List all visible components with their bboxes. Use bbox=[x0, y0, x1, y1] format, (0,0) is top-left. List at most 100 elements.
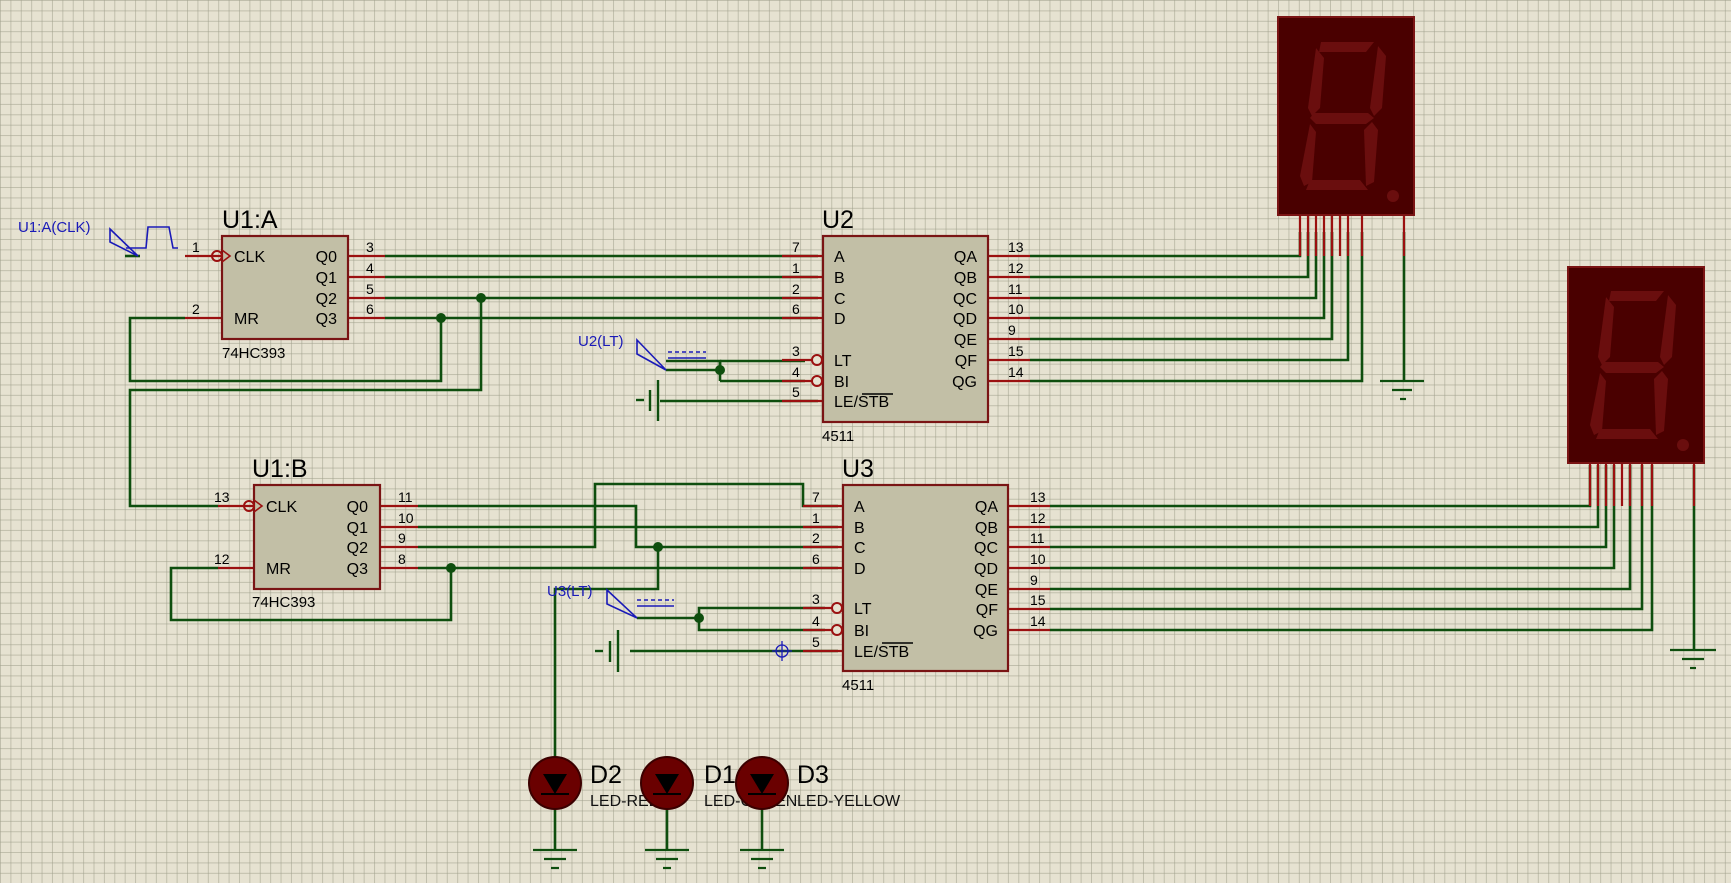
pin-label: Q1 bbox=[347, 520, 368, 537]
pin-number: 12 bbox=[1030, 510, 1046, 526]
battery-icon[interactable] bbox=[636, 380, 660, 421]
pin-label: C bbox=[854, 540, 866, 557]
wire[interactable] bbox=[1030, 232, 1318, 300]
wire[interactable] bbox=[128, 316, 443, 383]
ref-label: U2 bbox=[822, 206, 854, 234]
pin-label: CLK bbox=[266, 499, 297, 516]
pin-number: 3 bbox=[366, 239, 374, 255]
chip-u1b[interactable]: U1:B 74HC393 CLK MR Q0 Q1 Q2 Q3 13 12 11… bbox=[214, 455, 418, 611]
pin-number: 6 bbox=[812, 551, 820, 567]
wire[interactable] bbox=[553, 547, 660, 760]
wire[interactable] bbox=[1030, 232, 1350, 362]
pin-label: D bbox=[854, 561, 866, 578]
u3-lt-probe[interactable]: U3(LT) bbox=[547, 583, 674, 619]
inverting-bubble-icon bbox=[831, 602, 843, 614]
chip-u3[interactable]: U3 4511 A B C D LT BI LE/STB QA QB QC QD… bbox=[803, 455, 1050, 694]
pin-number: 4 bbox=[792, 364, 800, 380]
pin-number: 13 bbox=[1030, 489, 1046, 505]
u2-lt-probe[interactable]: U2(LT) bbox=[578, 333, 706, 371]
pin-label: C bbox=[834, 291, 846, 308]
clock-generator-icon bbox=[109, 226, 178, 257]
part-label: 4511 bbox=[842, 677, 874, 694]
pin-number: 10 bbox=[1008, 301, 1024, 317]
wire[interactable] bbox=[1050, 465, 1616, 570]
wire[interactable] bbox=[666, 359, 722, 372]
pin-label: B bbox=[854, 520, 865, 537]
junction-dot-icon bbox=[653, 542, 663, 552]
chip-u1a[interactable]: U1:A 74HC393 CLK MR Q0 Q1 Q2 Q3 1 2 3 4 … bbox=[185, 206, 385, 362]
pin-label: QG bbox=[973, 623, 998, 640]
pin-label: MR bbox=[266, 561, 291, 578]
chip-body bbox=[841, 483, 1010, 673]
logic-state-probe-icon bbox=[606, 588, 674, 619]
logic-state-probe-icon bbox=[636, 338, 706, 371]
wire[interactable] bbox=[1050, 465, 1644, 611]
wire[interactable] bbox=[1030, 232, 1334, 341]
pin-number: 14 bbox=[1008, 364, 1024, 380]
ground-icon bbox=[740, 848, 784, 870]
wire[interactable] bbox=[1050, 465, 1654, 632]
pin-label: QF bbox=[976, 602, 998, 619]
pin-label: LE/STB bbox=[854, 644, 909, 661]
seven-segment-display-1[interactable] bbox=[1277, 16, 1415, 256]
ref-label: U1:B bbox=[252, 455, 308, 483]
junctions bbox=[436, 293, 725, 623]
pin-label: QC bbox=[953, 291, 977, 308]
pin-number: 11 bbox=[398, 489, 413, 505]
pin-label: QD bbox=[974, 561, 998, 578]
pin-number: 1 bbox=[792, 260, 800, 276]
pin-label: B bbox=[834, 270, 845, 287]
wire[interactable] bbox=[697, 618, 825, 632]
pin-label: Q1 bbox=[316, 270, 337, 287]
part-label: 74HC393 bbox=[222, 345, 285, 362]
wire[interactable] bbox=[128, 298, 483, 508]
junction-dot-icon bbox=[715, 365, 725, 375]
wire[interactable] bbox=[1030, 232, 1302, 258]
pin-label: Q2 bbox=[316, 291, 337, 308]
seven-segment-display-2[interactable] bbox=[1567, 266, 1705, 506]
pin-number: 5 bbox=[366, 281, 374, 297]
clock-generator[interactable]: U1:A(CLK) bbox=[18, 219, 178, 257]
ref-label: D1 bbox=[704, 761, 736, 789]
clock-edge-icon bbox=[253, 499, 264, 513]
pin-number: 8 bbox=[398, 551, 406, 567]
wire[interactable] bbox=[1050, 465, 1600, 529]
pin-label: LE/STB bbox=[834, 394, 889, 411]
wire[interactable] bbox=[418, 482, 838, 549]
chip-u2[interactable]: U2 4511 A B C D LT BI LE/STB QA QB QC QD… bbox=[782, 206, 1030, 445]
pin-number: 3 bbox=[792, 343, 800, 359]
pin-label: QE bbox=[975, 582, 998, 599]
pin-number: 4 bbox=[812, 613, 820, 629]
pin-number: 9 bbox=[1030, 572, 1038, 588]
chip-body bbox=[220, 234, 350, 341]
pin-number: 13 bbox=[1008, 239, 1024, 255]
wire[interactable] bbox=[1030, 232, 1310, 279]
pin-label: QF bbox=[955, 353, 977, 370]
ref-label: D3 bbox=[797, 761, 829, 789]
pin-label: CLK bbox=[234, 249, 265, 266]
wire[interactable] bbox=[637, 606, 825, 620]
chip-body bbox=[821, 234, 990, 424]
pin-label: A bbox=[834, 249, 845, 266]
led-d3[interactable]: D3 LED-YELLOW bbox=[735, 756, 901, 870]
wire[interactable] bbox=[169, 566, 453, 622]
pin-number: 3 bbox=[812, 591, 820, 607]
pin-number: 9 bbox=[1008, 322, 1016, 338]
pin-number: 14 bbox=[1030, 613, 1046, 629]
wire[interactable] bbox=[1030, 232, 1364, 383]
wire[interactable] bbox=[1030, 232, 1326, 320]
diode-symbol bbox=[543, 774, 567, 794]
pin-number: 2 bbox=[192, 301, 200, 317]
ref-label: D2 bbox=[590, 761, 622, 789]
battery-icon[interactable] bbox=[595, 630, 620, 672]
clock-edge-icon bbox=[221, 249, 232, 263]
wire[interactable] bbox=[1050, 465, 1592, 508]
pin-label: QA bbox=[954, 249, 977, 266]
wire[interactable] bbox=[1050, 465, 1632, 591]
pin-label: QD bbox=[953, 311, 977, 328]
chip-body bbox=[252, 483, 382, 591]
led-d2[interactable]: D2 LED-RED bbox=[528, 756, 660, 870]
segments bbox=[1590, 291, 1689, 451]
pin-label: BI bbox=[834, 374, 849, 391]
